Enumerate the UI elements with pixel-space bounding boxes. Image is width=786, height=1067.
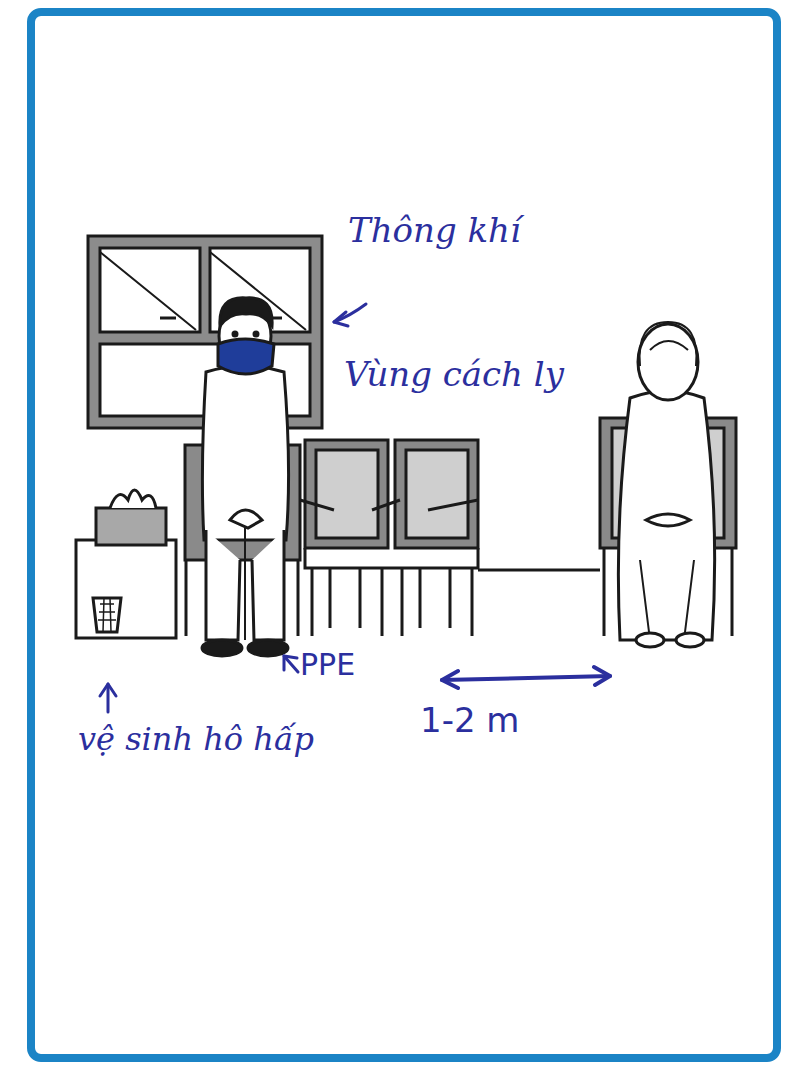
arrow-to-table [100,684,116,712]
woman [600,322,736,647]
frame-border [31,12,777,1058]
arrow-to-window [334,304,366,326]
man-with-mask [185,298,300,656]
distance-arrow [442,667,610,688]
arrow-to-mask [284,656,298,672]
distance-label: 1-2 m [420,702,519,739]
ppe-label: PPE [300,648,355,681]
empty-chairs [300,440,600,636]
side-table [76,490,176,638]
respiratory-hygiene-label: vệ sinh hô hấp [78,722,314,757]
ventilation-label: Thông khí [348,212,521,249]
isolation-zone-label: Vùng cách ly [344,356,564,393]
